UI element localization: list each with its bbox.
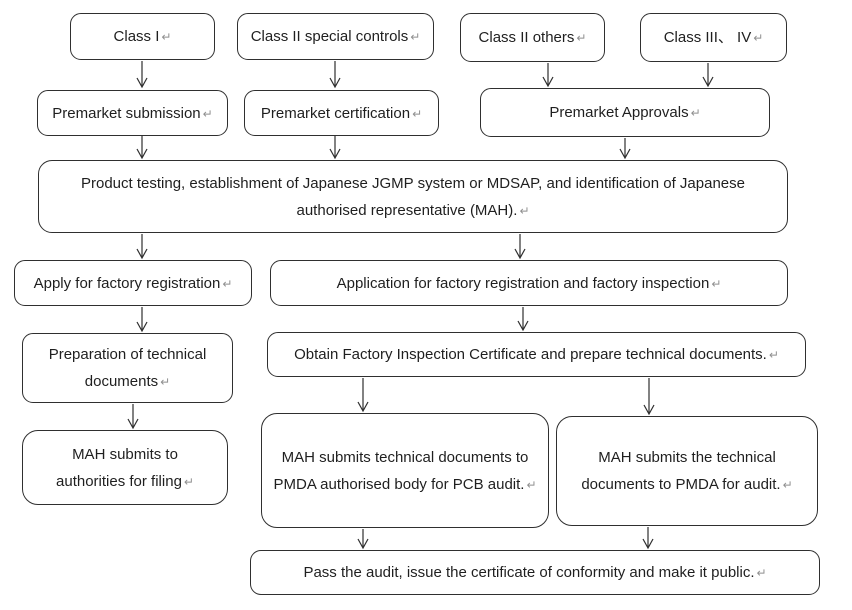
flow-arrow-class_ii_special_controls-to-premarket_certification [329, 61, 341, 89]
flow-arrow-premarket_submission-to-product_testing [136, 136, 148, 160]
node-mah-submits-filing: MAH submits to authorities for filing↵ [22, 430, 228, 505]
node-label: Class II others [478, 29, 575, 46]
node-application-factory-registration-inspection: Application for factory registration and… [270, 260, 788, 306]
node-mah-submits-pmda-audit: MAH submits the technical documents to P… [556, 416, 818, 526]
node-mah-submits-pcb-audit: MAH submits technical documents to PMDA … [261, 413, 549, 528]
node-class-iii-iv: Class III、 IV↵ [640, 13, 787, 62]
node-product-testing: Product testing, establishment of Japane… [38, 160, 788, 233]
return-mark-icon: ↵ [753, 31, 764, 45]
node-label: Pass the audit, issue the certificate of… [303, 564, 755, 581]
return-mark-icon: ↵ [202, 106, 213, 121]
flow-arrow-class_ii_others-to-premarket_approvals [542, 63, 554, 88]
flow-arrow-premarket_certification-to-product_testing [329, 136, 341, 160]
node-label: Class I [113, 28, 160, 45]
return-mark-icon: ↵ [526, 477, 537, 492]
node-obtain-inspection-certificate: Obtain Factory Inspection Certificate an… [267, 332, 806, 377]
flow-arrow-class_iii_iv-to-premarket_approvals [702, 63, 714, 88]
flow-arrow-apply_factory_registration-to-preparation_technical_documents [136, 307, 148, 333]
return-mark-icon: ↵ [519, 203, 530, 218]
node-premarket-certification: Premarket certification↵ [244, 90, 439, 136]
return-mark-icon: ↵ [222, 276, 233, 291]
node-class-ii-special-controls: Class II special controls↵ [237, 13, 434, 60]
node-label: Premarket certification [260, 104, 411, 122]
return-mark-icon: ↵ [756, 566, 767, 580]
flow-arrow-mah_submits_pcb_audit-to-pass_audit [357, 529, 369, 550]
flow-arrow-application_factory_registration_inspection-to-obtain_inspection_certificate [517, 307, 529, 332]
node-label: Preparation of technical documents [48, 346, 207, 390]
return-mark-icon: ↵ [161, 30, 172, 44]
node-label: MAH submits the technical documents to P… [581, 449, 781, 493]
flow-arrow-preparation_technical_documents-to-mah_submits_filing [127, 404, 139, 430]
node-label: Apply for factory registration [33, 274, 221, 292]
node-label: Class II special controls [250, 28, 409, 45]
flow-arrow-product_testing-to-application_factory_registration_inspection [514, 234, 526, 260]
flow-arrow-obtain_inspection_certificate-to-mah_submits_pmda_audit [643, 378, 655, 416]
flow-arrow-class_i-to-premarket_submission [136, 61, 148, 89]
flow-arrow-product_testing-to-apply_factory_registration [136, 234, 148, 260]
node-class-ii-others: Class II others↵ [460, 13, 605, 62]
return-mark-icon: ↵ [768, 348, 779, 362]
return-mark-icon: ↵ [160, 375, 171, 389]
node-label: Application for factory registration and… [336, 274, 710, 292]
node-premarket-submission: Premarket submission↵ [37, 90, 228, 136]
node-apply-factory-registration: Apply for factory registration↵ [14, 260, 252, 306]
return-mark-icon: ↵ [576, 31, 587, 45]
node-label: Premarket Approvals [549, 104, 689, 121]
node-label: MAH submits technical documents to PMDA … [273, 448, 529, 493]
return-mark-icon: ↵ [410, 30, 421, 44]
return-mark-icon: ↵ [412, 106, 423, 121]
node-label: Class III、 IV [663, 29, 752, 46]
return-mark-icon: ↵ [711, 276, 722, 291]
node-label: Product testing, establishment of Japane… [81, 174, 745, 219]
node-pass-audit: Pass the audit, issue the certificate of… [250, 550, 820, 595]
flow-arrow-mah_submits_pmda_audit-to-pass_audit [642, 527, 654, 550]
node-label: Premarket submission [52, 104, 201, 122]
node-label: Obtain Factory Inspection Certificate an… [294, 346, 767, 363]
flow-arrow-obtain_inspection_certificate-to-mah_submits_pcb_audit [357, 378, 369, 413]
return-mark-icon: ↵ [782, 478, 793, 492]
node-class-i: Class I↵ [70, 13, 215, 60]
return-mark-icon: ↵ [690, 106, 701, 120]
return-mark-icon: ↵ [183, 474, 194, 489]
node-label: MAH submits to authorities for filing [56, 445, 182, 490]
flow-arrow-premarket_approvals-to-product_testing [619, 138, 631, 160]
node-preparation-technical-documents: Preparation of technical documents↵ [22, 333, 233, 403]
node-premarket-approvals: Premarket Approvals↵ [480, 88, 770, 137]
